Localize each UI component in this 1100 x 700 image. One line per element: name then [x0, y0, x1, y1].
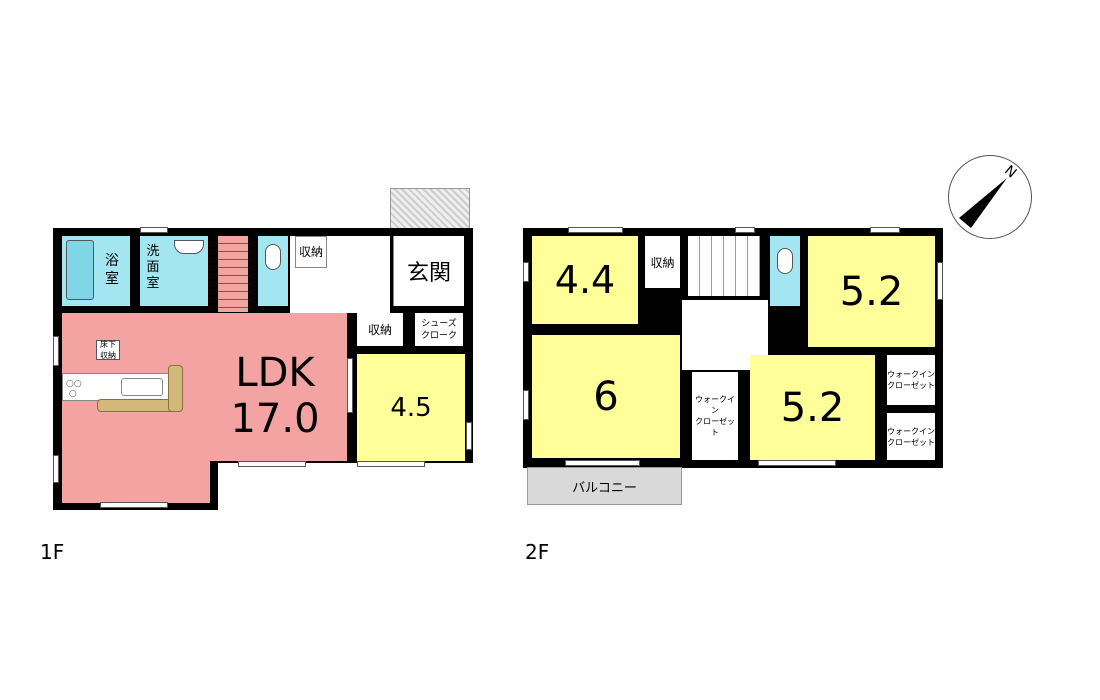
window	[357, 461, 425, 467]
window	[53, 336, 59, 366]
window	[238, 461, 306, 467]
window	[870, 227, 900, 233]
floor-2-label: 2F	[525, 540, 550, 564]
wic-right-top-label: ウォークイン クローゼット	[887, 370, 935, 390]
compass-arrow-icon	[959, 178, 1007, 228]
washroom: 洗面室	[140, 236, 208, 306]
ldk-lower	[62, 455, 210, 503]
storage-2f: 収納	[645, 236, 680, 288]
walk-in-closet-right-bottom: ウォークイン クローゼット	[887, 413, 935, 460]
window	[100, 502, 168, 508]
balcony: バルコニー	[527, 467, 682, 505]
storage-2f-label: 収納	[650, 255, 675, 270]
room-6: 6	[532, 335, 680, 458]
kitchen-sink-icon	[121, 378, 163, 396]
window	[568, 227, 623, 233]
wic-center-label: ウォークイン クローゼット	[695, 395, 735, 437]
porch	[390, 188, 470, 230]
room-5-2-north-label: 5.2	[839, 268, 904, 315]
underfloor-label: 床下 収納	[100, 340, 116, 360]
room-5-2-south: 5.2	[750, 355, 875, 460]
underfloor-storage: 床下 収納	[96, 340, 120, 360]
window	[937, 262, 943, 300]
ldk-size: 17.0	[230, 396, 320, 442]
sink-icon	[174, 240, 204, 254]
room-5-2-north: 5.2	[808, 236, 935, 347]
window	[735, 227, 755, 233]
toilet-icon	[777, 248, 793, 274]
kitchen-island-side	[168, 365, 183, 412]
washroom-label: 洗面室	[146, 244, 160, 291]
ldk-name: LDK	[235, 350, 315, 396]
walk-in-closet-right-top: ウォークイン クローゼット	[887, 355, 935, 405]
stove-icon: ○○ ○	[66, 379, 82, 399]
window	[347, 358, 353, 413]
room-4-5: 4.5	[357, 354, 465, 461]
wic-right-bottom-label: ウォークイン クローゼット	[887, 426, 935, 447]
window	[466, 422, 472, 450]
room-6-label: 6	[593, 373, 619, 420]
window	[140, 227, 168, 233]
room-5-2-south-label: 5.2	[780, 384, 845, 431]
walk-in-closet-center: ウォークイン クローゼット	[692, 372, 738, 460]
toilet-2f	[770, 236, 800, 306]
room-4-4-label: 4.4	[554, 258, 616, 302]
bathtub-icon	[66, 240, 94, 300]
staircase-2f	[688, 236, 760, 296]
bath-room: 浴室	[62, 236, 130, 306]
toilet-icon	[265, 244, 281, 270]
entrance: 玄関	[393, 236, 464, 306]
shoe-closet-label: シューズ クローク	[420, 318, 457, 341]
compass: N	[948, 155, 1032, 239]
window	[523, 390, 529, 420]
storage2-label: 収納	[367, 323, 392, 337]
staircase	[218, 236, 248, 312]
window	[565, 460, 640, 466]
ldk-label: LDK 17.0	[220, 350, 330, 442]
room-4-4: 4.4	[532, 236, 638, 324]
storage-1f: 収納	[295, 236, 327, 268]
toilet-room	[258, 236, 288, 306]
room-4-5-label: 4.5	[390, 392, 432, 423]
shoe-closet: シューズ クローク	[415, 313, 463, 346]
window	[523, 262, 529, 282]
storage-label: 収納	[298, 244, 323, 259]
bath-label: 浴室	[105, 253, 119, 287]
floor-1-label: 1F	[40, 540, 65, 564]
storage-1f-2: 収納	[357, 313, 403, 346]
balcony-label: バルコニー	[572, 480, 637, 496]
kitchen-counter: ○○ ○	[62, 373, 170, 401]
window	[53, 455, 59, 483]
window	[758, 460, 836, 466]
entrance-label: 玄関	[406, 261, 451, 286]
